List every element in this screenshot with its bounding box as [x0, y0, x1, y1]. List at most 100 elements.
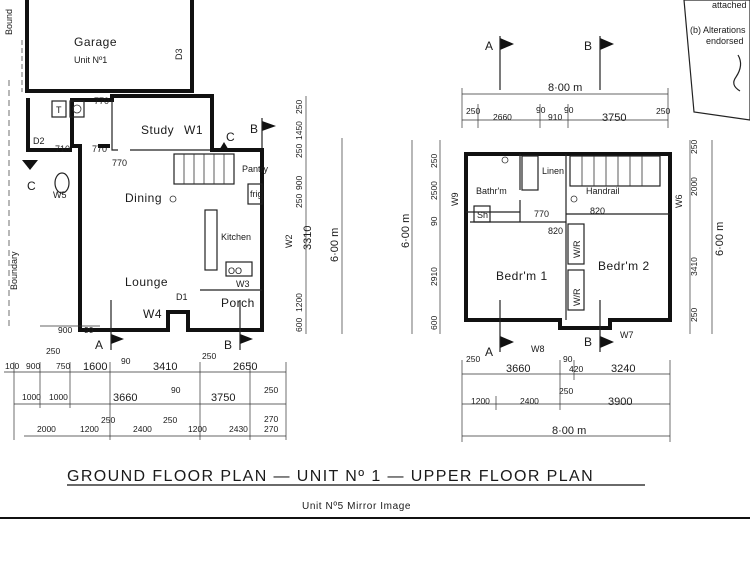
- dim-r2-250: 250: [264, 385, 278, 395]
- section-c-top: C: [226, 130, 235, 144]
- upper-section-b-top: B: [584, 39, 592, 53]
- toilet-t: T: [56, 105, 62, 115]
- dim-r2-1000b: 1000: [49, 392, 68, 402]
- upper-dim-top: 8·00 m: [548, 82, 582, 94]
- dim-r2-270: 270: [264, 414, 278, 424]
- boundary-label: Boundary: [9, 251, 19, 290]
- kitchen-bench: [204, 209, 218, 271]
- section-c-left: C: [27, 179, 36, 193]
- dim-r250b: 250: [294, 144, 304, 158]
- dim-r1-1600: 1600: [83, 361, 107, 373]
- section-arrow-c-left: [22, 160, 38, 170]
- upper-dim-l6m: 6·00 m: [400, 214, 412, 248]
- dim-r1-2650: 2650: [233, 361, 257, 373]
- room-dining: Dining: [125, 191, 162, 205]
- label-d3: D3: [174, 48, 184, 60]
- dim-r3-2400: 2400: [133, 424, 152, 434]
- upper-outer-walls: [464, 152, 672, 330]
- bath-label: Bathr'm: [476, 186, 507, 196]
- dim-r3-250b: 250: [163, 415, 177, 425]
- label-w3: W3: [236, 279, 250, 289]
- house-outer-walls: [70, 94, 264, 332]
- upper-dim-l2500: 2500: [429, 181, 439, 200]
- label-w9: W9: [450, 193, 460, 207]
- dim-r1200: 1200: [294, 293, 304, 312]
- upper-dim-t250: 250: [466, 106, 480, 116]
- dim-820-a: 820: [548, 226, 563, 236]
- dim-b900: 900: [58, 325, 72, 335]
- label-w8: W8: [531, 344, 545, 354]
- council-stamp: attached (b) Alterations endorsed: [683, 0, 750, 121]
- upper-dim-l90: 90: [429, 216, 439, 226]
- room-bed1: Bedr'm 1: [496, 269, 548, 283]
- dim-r2-90: 90: [171, 385, 181, 395]
- upper-dim-r250: 250: [689, 140, 699, 154]
- bound-label: Bound: [4, 9, 14, 35]
- upper-dim-b250b: 250: [559, 386, 573, 396]
- room-kitchen: Kitchen: [221, 232, 251, 242]
- shower-label: Sh: [477, 210, 488, 220]
- stamp-line2: (b) Alterations: [690, 25, 746, 35]
- upper-dim-b3240: 3240: [611, 363, 635, 375]
- upper-dim-b420: 420: [569, 364, 583, 374]
- upper-floor-plan: A B 8·00 m 250 2660 90 910 90 3750 250 B…: [400, 36, 726, 442]
- handrail-label: Handrail: [586, 186, 620, 196]
- label-w7: W7: [620, 330, 634, 340]
- dim-b250: 250: [46, 346, 60, 356]
- upper-section-b-bottom: B: [584, 335, 592, 349]
- upper-internal-walls: [466, 154, 670, 320]
- upper-section-a-bottom: A: [485, 345, 493, 359]
- upper-dim-b1200: 1200: [471, 396, 490, 406]
- ground-floor-plan: Boundary Bound Garage Unit Nº1 D3 Study …: [4, 0, 343, 440]
- dim-r1-90: 90: [121, 356, 131, 366]
- upper-dim-b250: 250: [466, 354, 480, 364]
- label-d2: D2: [33, 136, 45, 146]
- upper-dim-t250b: 250: [656, 106, 670, 116]
- upper-dim-t90b: 90: [564, 105, 574, 115]
- upper-dim-t910: 910: [548, 112, 562, 122]
- dim-r900: 900: [294, 176, 304, 190]
- label-w1: W1: [184, 123, 203, 137]
- upper-dim-b3900: 3900: [608, 396, 632, 408]
- dim-820-b: 820: [590, 206, 605, 216]
- dim-r3-1200b: 1200: [188, 424, 207, 434]
- upper-dim-t90a: 90: [536, 105, 546, 115]
- plan-title: GROUND FLOOR PLAN — UNIT Nº 1 — UPPER FL…: [67, 468, 594, 485]
- plan-subtitle: Unit Nº5 Mirror Image: [302, 501, 411, 512]
- label-w5: W5: [53, 190, 67, 200]
- section-b-bottom: B: [224, 338, 232, 352]
- upper-dim-t3750: 3750: [602, 112, 626, 124]
- dim-770-top: 770: [94, 96, 109, 106]
- upper-dim-l250: 250: [429, 154, 439, 168]
- room-bed2: Bedr'm 2: [598, 259, 650, 273]
- upper-dim-b2400: 2400: [520, 396, 539, 406]
- section-b-top: B: [250, 122, 258, 136]
- unit-label: Unit Nº1: [74, 55, 107, 65]
- upper-dim-r2000: 2000: [689, 177, 699, 196]
- label-w4: W4: [143, 307, 162, 321]
- dim-b90: 90: [84, 325, 94, 335]
- upper-dim-b90: 90: [563, 354, 573, 364]
- study-walls: [111, 100, 210, 151]
- upper-dim-r250b: 250: [689, 308, 699, 322]
- dim-r2-3660: 3660: [113, 392, 137, 404]
- room-lounge: Lounge: [125, 275, 168, 289]
- room-porch: Porch: [221, 296, 255, 310]
- dim-770-hall: 770: [92, 144, 107, 154]
- pantry-label: Pantry: [242, 164, 269, 174]
- dim-r1-100: 100: [5, 361, 19, 371]
- dim-r2-1000a: 1000: [22, 392, 41, 402]
- dim-r250a: 250: [294, 100, 304, 114]
- wr1-label: W/R: [572, 240, 582, 258]
- frig-label: frig: [250, 189, 263, 199]
- upper-stairs: [569, 155, 661, 187]
- dim-r3310: 3310: [302, 226, 314, 250]
- label-d1: D1: [176, 292, 188, 302]
- room-garage: Garage: [74, 35, 117, 49]
- stamp-line3: endorsed: [706, 36, 744, 46]
- dim-770-upper: 770: [534, 209, 549, 219]
- dim-r3-2000: 2000: [37, 424, 56, 434]
- upper-dim-b3660: 3660: [506, 363, 530, 375]
- dim-r1-3410: 3410: [153, 361, 177, 373]
